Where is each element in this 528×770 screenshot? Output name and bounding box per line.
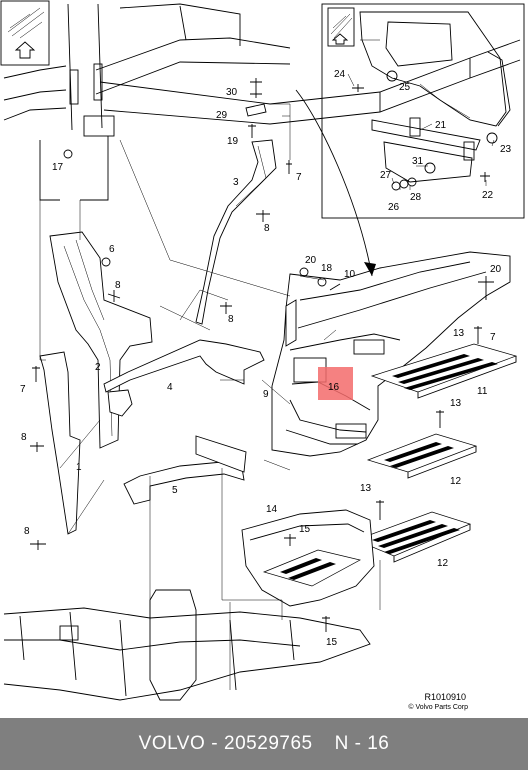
detail-inset (321, 3, 525, 219)
callout-16: 16 (328, 382, 340, 393)
callout-26: 26 (388, 202, 400, 213)
callout-7c: 7 (490, 332, 496, 343)
callout-20b: 20 (490, 264, 502, 275)
callout-13b: 13 (450, 398, 462, 409)
part-step-14 (241, 509, 375, 607)
callout-8a: 8 (115, 280, 121, 291)
footer-position: N - 16 (334, 733, 390, 754)
arrow-up-icon (331, 33, 349, 45)
callout-11: 11 (477, 386, 488, 397)
parts-diagram: 1 2 3 4 5 6 7 7 7 8 8 8 8 8 9 10 11 12 1… (0, 0, 525, 711)
callout-27: 27 (380, 170, 392, 181)
callout-20a: 20 (305, 255, 317, 266)
part-step-plate-11 (370, 343, 518, 399)
callout-23: 23 (500, 144, 512, 155)
part-strut-1 (39, 351, 81, 535)
part-frame-leg (49, 231, 153, 449)
callout-30: 30 (226, 87, 238, 98)
callout-12b: 12 (437, 558, 449, 569)
footer-bar: VOLVO - 20529765 N - 16 (0, 718, 528, 770)
callout-21: 21 (435, 120, 447, 131)
callout-14: 14 (266, 504, 278, 515)
footer-part-number: 20529765 (224, 733, 313, 754)
callout-5: 5 (172, 485, 178, 496)
callout-9: 9 (263, 389, 269, 400)
callout-17: 17 (52, 162, 64, 173)
callout-13c: 13 (360, 483, 372, 494)
callout-10: 10 (344, 269, 356, 280)
curved-arrow (295, 89, 373, 277)
part-step-plate-12-upper (366, 433, 478, 479)
callout-1: 1 (76, 462, 82, 473)
part-bar-4 (103, 339, 265, 393)
callout-4: 4 (167, 382, 173, 393)
callout-13a: 13 (453, 328, 465, 339)
callout-28: 28 (410, 192, 422, 203)
fasteners (30, 78, 494, 632)
callout-29: 29 (216, 110, 228, 121)
callout-18: 18 (321, 263, 333, 274)
callout-8d: 8 (21, 432, 27, 443)
callout-6: 6 (109, 244, 115, 255)
footer-brand: VOLVO (138, 733, 206, 754)
arrow-head-icon (364, 262, 376, 276)
callout-25: 25 (399, 82, 411, 93)
part-bracket-3 (195, 139, 277, 325)
callout-7a: 7 (20, 384, 26, 395)
callout-15b: 15 (326, 637, 338, 648)
footer-separator: - (211, 733, 219, 754)
callout-19: 19 (227, 136, 239, 147)
callout-8c: 8 (228, 314, 234, 325)
highlight-box (318, 367, 353, 400)
callout-7b: 7 (296, 172, 302, 183)
part-step-plate-12-lower (355, 511, 472, 563)
main-frame (3, 3, 521, 201)
callout-8e: 8 (24, 526, 30, 537)
callout-12a: 12 (450, 476, 462, 487)
callout-3: 3 (233, 177, 239, 188)
callout-22: 22 (482, 190, 494, 201)
orientation-box (0, 0, 50, 66)
callout-2: 2 (95, 362, 101, 373)
part-bracket-5 (123, 461, 245, 505)
figure-id: R1010910 (424, 692, 466, 702)
arrow-up-icon (14, 41, 36, 59)
bottom-frame (3, 589, 371, 701)
callout-24: 24 (334, 69, 346, 80)
callout-15a: 15 (299, 524, 311, 535)
leader-lines (39, 103, 381, 690)
callout-8b: 8 (264, 223, 270, 234)
copyright: © Volvo Parts Corp (408, 703, 468, 711)
callout-31: 31 (412, 156, 424, 167)
callout-labels: 1 2 3 4 5 6 7 7 7 8 8 8 8 8 9 10 11 12 1… (20, 69, 512, 648)
